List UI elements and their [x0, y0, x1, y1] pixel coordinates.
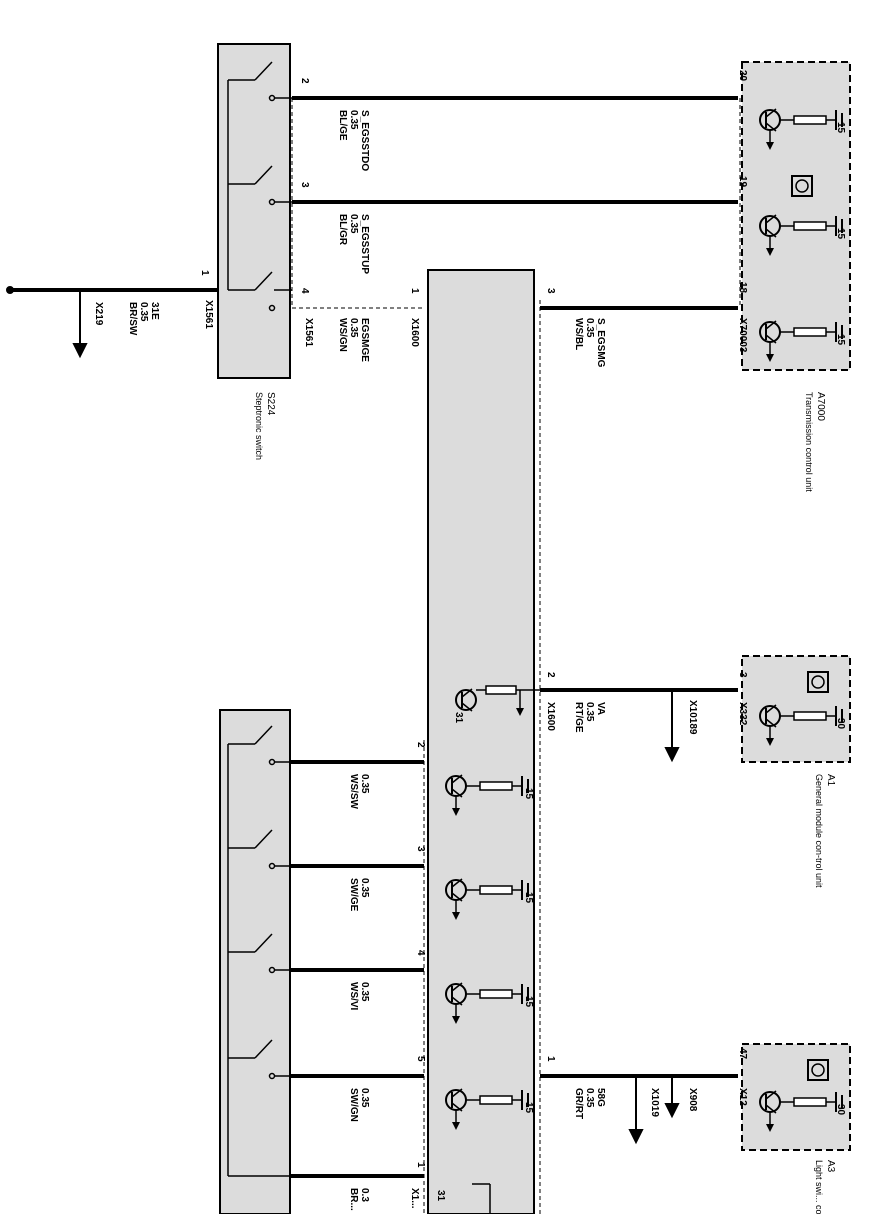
x1600-pin-va: 2 — [545, 672, 556, 678]
a7000-pin-19: 19 — [737, 176, 748, 188]
egsstdo-wire-size: 0.35 — [348, 110, 359, 130]
conn-x1019: X1019 — [649, 1088, 660, 1117]
a3-id: A3 — [825, 1160, 836, 1173]
a7000-name: Transmission control unit — [804, 392, 814, 492]
x1600-transistors — [445, 685, 540, 1214]
x1600-module-box — [427, 269, 535, 1214]
conn-x70003: X70003 — [737, 318, 748, 353]
x1600-terminal-1: 15 — [523, 892, 534, 904]
va-wire-signal: VA — [595, 702, 606, 715]
lower-switch-box — [219, 709, 291, 1214]
lower-wire-color-1: SW/GE — [348, 878, 359, 912]
lower-wire-color-3: SW/GN — [348, 1088, 359, 1122]
egsstup-wire-size: 0.35 — [348, 214, 359, 234]
s224-pin-3: 3 — [299, 182, 310, 188]
conn-x1561-b: X1561 — [303, 318, 314, 347]
a7000-pin-18: 18 — [737, 282, 748, 294]
a7000-module-box — [741, 61, 851, 371]
a3-module-box — [741, 1043, 851, 1151]
a3-transistor — [759, 1059, 843, 1133]
lower-wire-size-4: 0.3 — [359, 1188, 370, 1202]
x1600-lower-pin-2: 4 — [415, 950, 426, 956]
egsstdo-wire-signal: S_EGSSTDO — [359, 110, 370, 171]
a7000-pin-20: 20 — [737, 70, 748, 82]
egsmg-wire-color: WS/BL — [573, 318, 584, 350]
a1-terminal: 30 — [835, 718, 846, 730]
a1-module-box — [741, 655, 851, 763]
x1600-terminal-2: 15 — [523, 996, 534, 1008]
x1600-ground-terminal: 31 — [453, 712, 464, 724]
egsmg-wire-signal: S_EGSMG — [595, 318, 606, 368]
lower-wire-color-0: WS/SW — [348, 774, 359, 810]
conn-x908: X908 — [687, 1088, 698, 1112]
g58-wire-color: GR/RT — [573, 1088, 584, 1119]
egsstup-wire-signal: S_EGSSTUP — [359, 214, 370, 274]
conn-x332: X332 — [737, 702, 748, 726]
lower-wire-size-0: 0.35 — [359, 774, 370, 794]
lower-wire-size-3: 0.35 — [359, 1088, 370, 1108]
s224-switch-contacts — [227, 61, 292, 312]
a1-pin: 3 — [737, 672, 748, 678]
a3-terminal: 30 — [835, 1104, 846, 1116]
a3-name: Light swi... control u... — [814, 1160, 824, 1214]
x1600-pin-egsmg: 3 — [545, 288, 556, 294]
a7000-terminal-1: 15 — [835, 228, 846, 240]
lower-wire-color-4: BR... — [348, 1188, 359, 1211]
conn-x10189: X10189 — [687, 700, 698, 735]
egsstdo-wire-color: BL/GE — [337, 110, 348, 141]
x1600-lower-pin-3: 5 — [415, 1056, 426, 1062]
a1-transistor — [759, 671, 843, 747]
x1600-lower-pin-1: 3 — [415, 846, 426, 852]
x1600-lower-pin-0: 2 — [415, 742, 426, 748]
s224-pin-2: 2 — [299, 78, 310, 84]
x1600-lower-pin-4: 1 — [415, 1162, 426, 1168]
lower-switch-contacts — [227, 725, 292, 1177]
x1600-terminal-3: 15 — [523, 1102, 534, 1114]
x1600-ground-terminal-2: 31 — [435, 1190, 446, 1202]
a3-pin: 47 — [737, 1048, 748, 1060]
egsstup-wire-color: BL/GR — [337, 214, 348, 246]
a7000-id: A7000 — [815, 392, 826, 421]
ground-arrows — [6, 286, 680, 1145]
a7000-terminal-2: 15 — [835, 334, 846, 346]
conn-x1600-b: X1600 — [545, 702, 556, 731]
s224-name: Steptronic switch — [254, 392, 264, 460]
x1600-terminal-0: 15 — [523, 788, 534, 800]
s224-pin-4: 4 — [299, 288, 310, 294]
egsmge-wire-color: WS/GN — [337, 318, 348, 352]
s224-ground-pin: 1 — [199, 270, 210, 276]
ground-wire-color: BR/SW — [127, 302, 138, 336]
a7000-terminal-0: 15 — [835, 122, 846, 134]
conn-x12: X12 — [737, 1088, 748, 1106]
egsmge-wire-size: 0.35 — [348, 318, 359, 338]
x1600-pin-top: 1 — [409, 288, 420, 294]
lower-wire-color-2: WS/VI — [348, 982, 359, 1011]
a7000-transistors — [759, 108, 843, 363]
egsmge-wire-signal: EGSMGE — [359, 318, 370, 362]
conn-x1600-a: X1600 — [409, 318, 420, 347]
ground-wire-signal: 31E — [149, 302, 160, 320]
lower-wire-size-2: 0.35 — [359, 982, 370, 1002]
g58-wire-signal: 58G — [595, 1088, 606, 1107]
conn-x219: X219 — [93, 302, 104, 326]
egsmg-wire-size: 0.35 — [584, 318, 595, 338]
s224-id: S224 — [265, 392, 276, 416]
a1-id: A1 — [825, 774, 836, 787]
conn-x1561-a: X1561 — [203, 300, 214, 329]
conn-x1x: X1... — [409, 1188, 420, 1209]
s224-switch-box — [217, 43, 291, 379]
va-wire-size: 0.35 — [584, 702, 595, 722]
g58-wire-size: 0.35 — [584, 1088, 595, 1108]
a1-name: General module con-trol unit — [814, 774, 824, 888]
main-wires — [10, 96, 738, 1178]
va-wire-color: RT/GE — [573, 702, 584, 733]
ground-wire-size: 0.35 — [138, 302, 149, 322]
x1600-pin-58g: 1 — [545, 1056, 556, 1062]
lower-wire-size-1: 0.35 — [359, 878, 370, 898]
